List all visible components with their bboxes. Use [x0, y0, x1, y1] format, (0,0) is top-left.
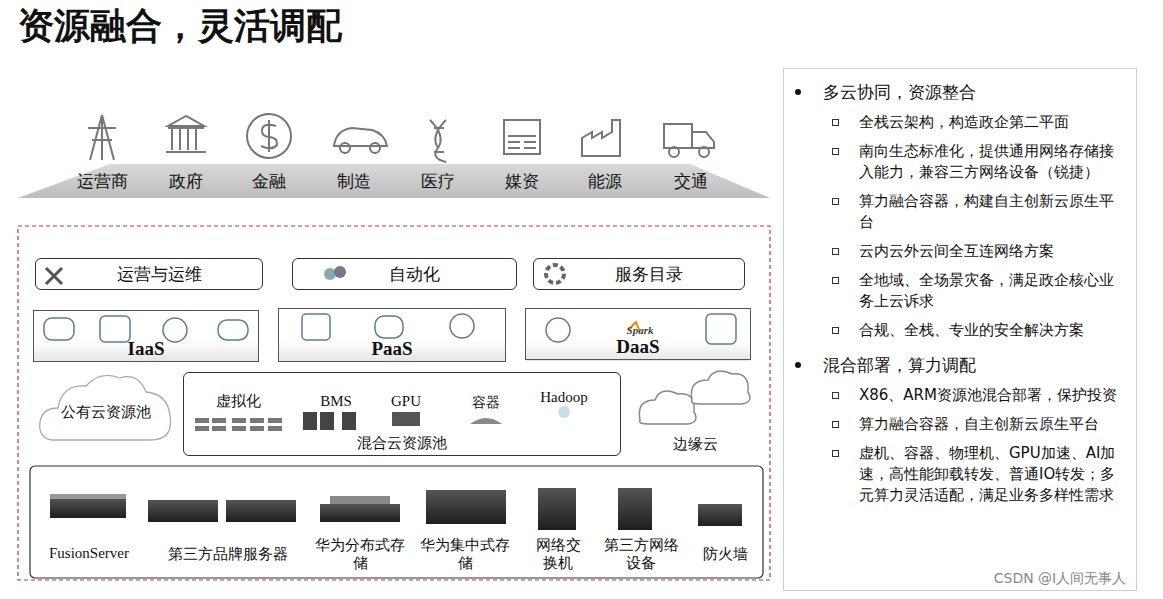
node-label: 公有云资源池 [61, 403, 151, 422]
service-icons [34, 314, 750, 361]
bullet-item: 云内云外云间全互连网络方案 [859, 241, 1127, 262]
hardware-pictures [50, 488, 742, 530]
industry-label: 医疗 [413, 171, 463, 191]
heading-text: 混合部署，算力调配 [823, 353, 1127, 377]
hardware-label: 第三方网络设备 [603, 536, 679, 572]
service-box: IaaS [33, 310, 259, 362]
industry-label: 制造 [329, 171, 379, 191]
bullet-item: 全地域、全场景灾备，满足政企核心业务上云诉求 [859, 270, 1127, 312]
bullet-item: 算力融合容器，构建自主创新云原生平台 [859, 191, 1127, 233]
hardware-label: 华为集中式存储 [419, 536, 511, 572]
industry-icons [88, 114, 714, 162]
industry-label: 交通 [666, 171, 716, 191]
hardware-box [30, 466, 763, 578]
function-box: 运营与运维 [35, 258, 263, 290]
node-label: 自动化 [389, 263, 440, 286]
pool-item-label: BMS [311, 392, 361, 410]
side-panel: 多云协同，资源整合全栈云架构，构造政企第二平面南向生态标准化，提供通用网络存储接… [783, 68, 1137, 590]
industry-label: 媒资 [497, 171, 547, 191]
bullet-item: 全栈云架构，构造政企第二平面 [859, 112, 1127, 133]
platform-region [18, 226, 770, 580]
heading-text: 多云协同，资源整合 [823, 80, 1127, 104]
node-label: IaaS [128, 338, 165, 360]
hardware-label: FusionServer [37, 544, 141, 562]
industry-band [18, 164, 770, 198]
hardware-label: 防火墙 [695, 545, 755, 563]
pool-item-label: Hadoop [529, 388, 599, 406]
item-text: 全地域、全场景灾备，满足政企核心业务上云诉求 [859, 270, 1127, 312]
item-text: 合规、全栈、专业的安全解决方案 [859, 320, 1127, 341]
edge-cloud-icons [639, 371, 750, 424]
bullet-list: 多云协同，资源整合全栈云架构，构造政企第二平面南向生态标准化，提供通用网络存储接… [783, 80, 1127, 506]
bullet-item: 虚机、容器、物理机、GPU加速、AI加速，高性能卸载转发、普通IO转发；多元算力… [859, 443, 1127, 506]
bullet-square [832, 119, 839, 126]
bullet-square [832, 392, 839, 399]
hardware-label: 第三方品牌服务器 [153, 545, 303, 563]
hybrid-pool-box: 混合云资源池 [183, 372, 621, 456]
node-label: PaaS [371, 338, 412, 360]
bullet-item: X86、ARM资源池混合部署，保护投资 [859, 385, 1127, 406]
item-text: 南向生态标准化，提供通用网络存储接入能力，兼容三方网络设备（锐捷） [859, 141, 1127, 183]
function-box: 自动化 [292, 258, 517, 290]
edge-cloud: 边缘云 [630, 372, 760, 456]
bullet-item: 南向生态标准化，提供通用网络存储接入能力，兼容三方网络设备（锐捷） [859, 141, 1127, 183]
industry-label: 能源 [580, 171, 630, 191]
bullet-square [832, 248, 839, 255]
pool-item-label: 虚拟化 [203, 392, 273, 410]
service-box: PaaS [278, 308, 506, 362]
bullet-square [832, 327, 839, 334]
node-label: 服务目录 [615, 263, 683, 286]
node-label: 混合云资源池 [357, 434, 447, 453]
bullet-dot [795, 362, 801, 368]
item-text: X86、ARM资源池混合部署，保护投资 [859, 385, 1127, 406]
bullet-heading: 混合部署，算力调配 [823, 353, 1127, 377]
bullet-item: 合规、全栈、专业的安全解决方案 [859, 320, 1127, 341]
bullet-dot [795, 89, 801, 95]
industry-label: 运营商 [72, 171, 132, 191]
bullet-item: 算力融合容器，自主创新云原生平台 [859, 414, 1127, 435]
bullet-square [832, 198, 839, 205]
node-label: 边缘云 [673, 435, 718, 454]
node-label: 运营与运维 [117, 263, 202, 286]
bullet-square [832, 148, 839, 155]
cloud-path [40, 375, 171, 440]
watermark: CSDN @I人间无事人 [960, 570, 1160, 587]
item-text: 算力融合容器，自主创新云原生平台 [859, 414, 1127, 435]
bullet-heading: 多云协同，资源整合 [823, 80, 1127, 104]
page-title: 资源融合，灵活调配 [18, 2, 342, 51]
bullet-square [832, 277, 839, 284]
industry-label: 金融 [244, 171, 294, 191]
bullet-square [832, 450, 839, 457]
side-panel-border [784, 69, 1137, 591]
hardware-label: 华为分布式存储 [314, 536, 406, 572]
function-box: 服务目录 [533, 258, 745, 290]
pool-item-label: GPU [381, 392, 431, 410]
item-text: 虚机、容器、物理机、GPU加速、AI加速，高性能卸载转发、普通IO转发；多元算力… [859, 443, 1127, 506]
item-text: 云内云外云间全互连网络方案 [859, 241, 1127, 262]
bullet-square [832, 421, 839, 428]
industry-label: 政府 [161, 171, 211, 191]
hardware-label: 网络交换机 [533, 536, 583, 572]
logo-text: Spark [620, 324, 660, 337]
item-text: 算力融合容器，构建自主创新云原生平台 [859, 191, 1127, 233]
public-cloud: 公有云资源池 [38, 370, 174, 444]
item-text: 全栈云架构，构造政企第二平面 [859, 112, 1127, 133]
pool-item-label: 容器 [461, 394, 511, 411]
node-label: DaaS [616, 336, 659, 358]
